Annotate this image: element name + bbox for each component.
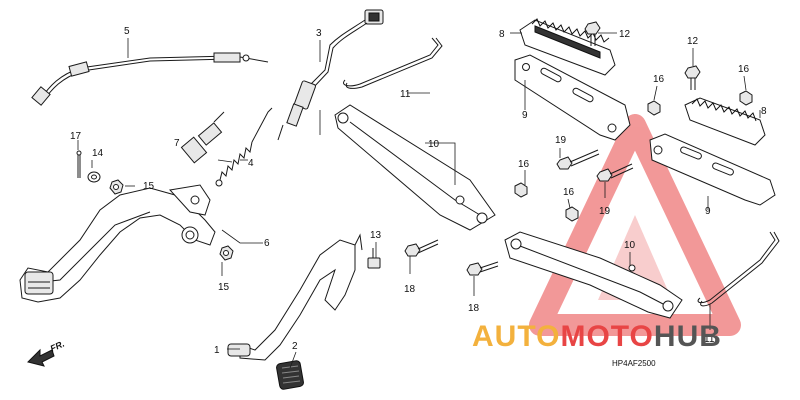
bolt-part-19b	[596, 163, 634, 182]
pin-part	[76, 150, 82, 178]
callout-16-b: 16	[738, 64, 750, 75]
callout-11-lower: 11	[704, 334, 715, 345]
rod-part-lower	[697, 231, 780, 307]
nut-part-15a	[109, 179, 124, 195]
callout-10-upper: 10	[428, 139, 440, 150]
nut-part-15b	[219, 245, 234, 261]
adjuster-part	[180, 111, 225, 164]
bolt-part-19a	[556, 149, 600, 170]
callout-18-a: 18	[404, 284, 416, 295]
nut-part-16d	[565, 206, 579, 222]
pedal-rubber-part	[276, 360, 304, 390]
front-direction-arrow: FR.	[27, 339, 66, 367]
callout-13: 13	[370, 230, 382, 241]
callout-11-upper: 11	[400, 89, 411, 100]
callout-12-b: 12	[687, 36, 699, 47]
footrest-upper-part	[514, 18, 631, 141]
bolt-part-12a	[584, 21, 601, 46]
nut-part-16a	[647, 100, 661, 116]
callout-1: 1	[214, 345, 220, 356]
bolt-part-12b	[684, 65, 701, 90]
watermark-auto: AUTO	[472, 320, 560, 353]
callout-16-d: 16	[563, 187, 575, 198]
callout-4: 4	[248, 158, 254, 169]
callout-8-lower: 8	[761, 106, 767, 117]
callout-19-b: 19	[599, 206, 611, 217]
bolt-part-18a	[404, 239, 439, 257]
callout-10-lower: 10	[624, 240, 636, 251]
callout-8-upper: 8	[499, 29, 505, 40]
bolt-part-13	[367, 248, 381, 269]
callout-7: 7	[174, 138, 180, 149]
callout-16-a: 16	[653, 74, 665, 85]
cable-part	[31, 52, 269, 106]
leader-lines	[77, 32, 761, 369]
callout-labels: 5 3 11 7 4 17 14 15 6 15 1 2 13 18 18 10…	[70, 26, 767, 356]
callout-15-a: 15	[143, 181, 155, 192]
arm-part-upper	[334, 104, 496, 231]
arm-part-lower	[504, 231, 683, 319]
callout-16-c: 16	[518, 159, 530, 170]
shift-pedal-part	[227, 233, 363, 361]
callout-12-a: 12	[619, 29, 631, 40]
watermark-logo: AUTOMOTOHUB	[472, 320, 722, 353]
rod-part-upper	[343, 37, 443, 89]
callout-18-b: 18	[468, 303, 480, 314]
nut-part-16b	[739, 90, 753, 106]
callout-6: 6	[264, 238, 270, 249]
callout-9-lower: 9	[705, 206, 711, 217]
front-direction-label: FR.	[49, 339, 66, 354]
svg-text:AUTOMOTOHUB: AUTOMOTOHUB	[472, 320, 722, 353]
bolt-part-18b	[466, 261, 499, 276]
callout-14: 14	[92, 148, 104, 159]
footrest-lower-part	[649, 97, 776, 206]
switch-part	[277, 9, 384, 141]
callout-15-b: 15	[218, 282, 230, 293]
callout-17: 17	[70, 131, 82, 142]
watermark-hub: HUB	[654, 320, 722, 353]
callout-9-upper: 9	[522, 110, 528, 121]
diagram-code: HP4AF2500	[612, 359, 656, 368]
callout-2: 2	[292, 341, 298, 352]
callout-3: 3	[316, 28, 322, 39]
callout-19-a: 19	[555, 135, 567, 146]
nut-part-16c	[514, 182, 528, 198]
spring-part	[215, 107, 273, 187]
washer-part	[87, 171, 101, 183]
brake-pedal-part	[19, 184, 216, 303]
callout-5: 5	[124, 26, 130, 37]
watermark-moto: MOTO	[560, 320, 653, 353]
